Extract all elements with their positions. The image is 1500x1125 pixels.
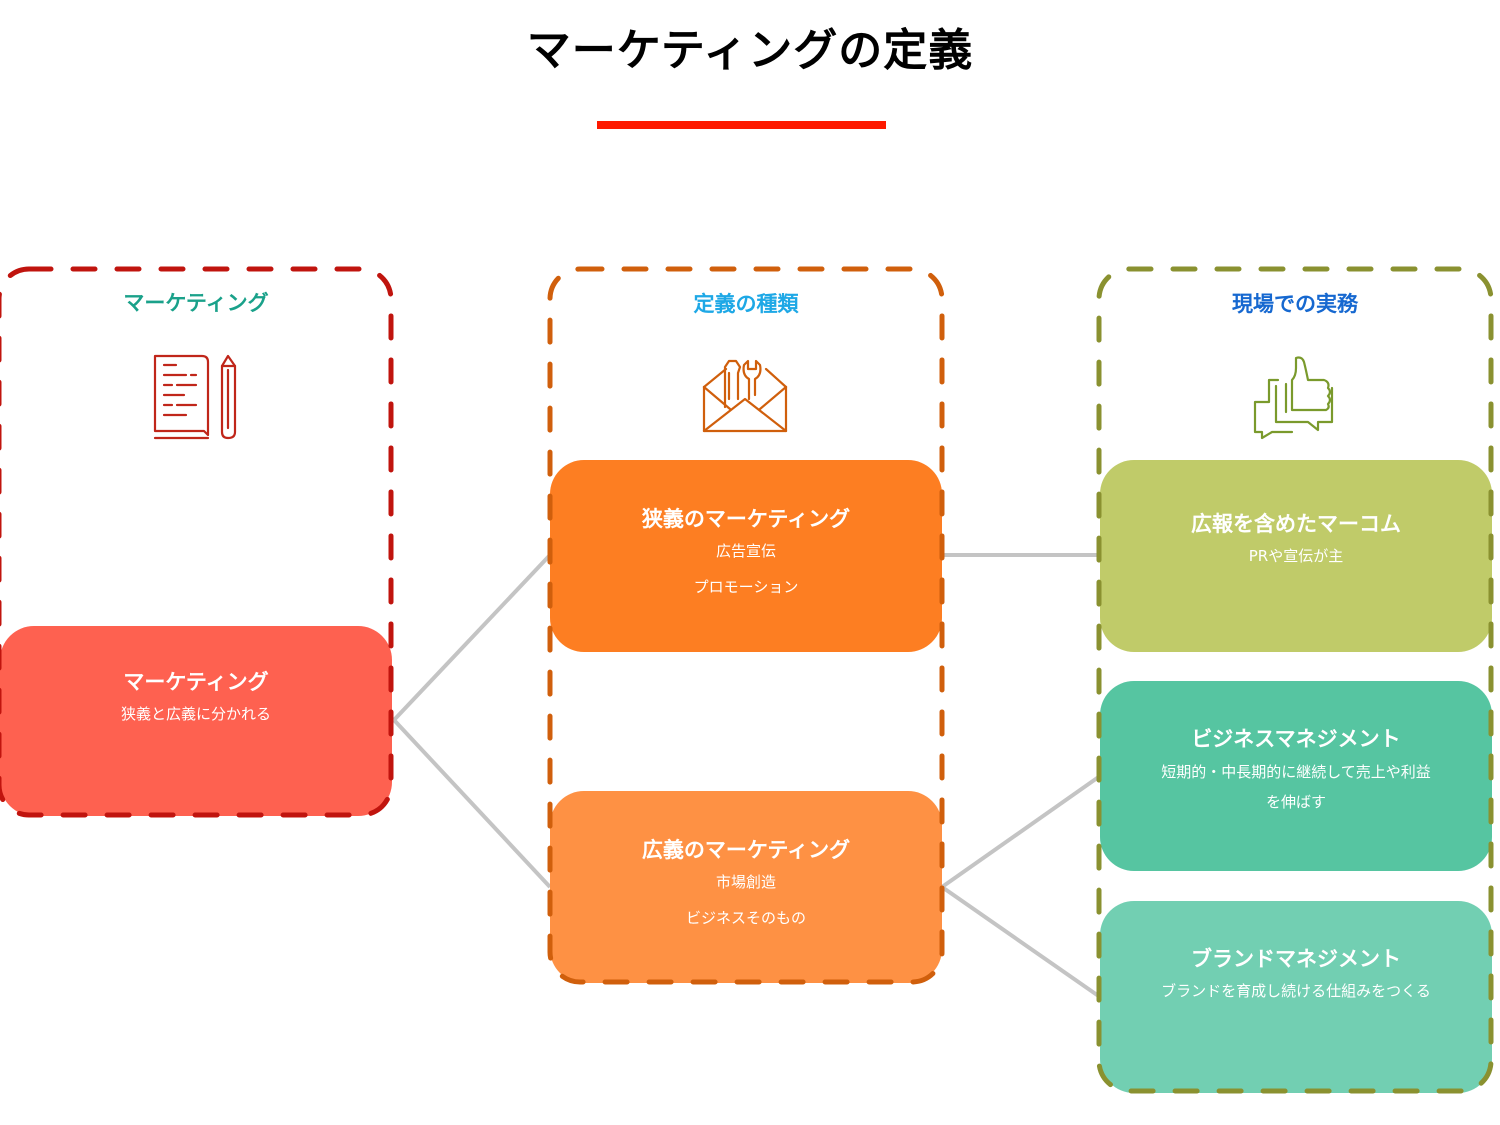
node-broad-marketing[interactable]: 広義のマーケティング 市場創造 ビジネスそのもの <box>550 791 942 983</box>
connectors <box>392 553 1102 999</box>
node-line: プロモーション <box>693 578 799 596</box>
node-title: ビジネスマネジメント <box>1191 727 1401 751</box>
node-line: 短期的・中長期的に継続して売上や利益 <box>1161 763 1431 781</box>
node-line: 市場創造 <box>715 873 776 891</box>
node-business-management[interactable]: ビジネスマネジメント 短期的・中長期的に継続して売上や利益 を伸ばす <box>1100 681 1492 871</box>
node-line: ビジネスそのもの <box>685 909 806 927</box>
node-marcom[interactable]: 広報を含めたマーコム PRや宣伝が主 <box>1100 460 1492 652</box>
column-label-types: 定義の種類 <box>693 292 799 316</box>
node-marketing[interactable]: マーケティング 狭義と広義に分かれる <box>0 626 392 816</box>
node-title: 狭義のマーケティング <box>641 507 851 531</box>
thumbs-up-chat-icon <box>1253 356 1334 440</box>
connector-marketing-broad <box>392 718 552 889</box>
node-brand-management[interactable]: ブランドマネジメント ブランドを育成し続ける仕組みをつくる <box>1100 901 1492 1093</box>
node-line: ブランドを育成し続ける仕組みをつくる <box>1161 982 1431 1000</box>
node-narrow-marketing[interactable]: 狭義のマーケティング 広告宣伝 プロモーション <box>550 460 942 652</box>
node-line: 広告宣伝 <box>715 542 776 560</box>
title-underline <box>597 121 886 129</box>
node-title: 広報を含めたマーコム <box>1191 512 1401 536</box>
document-pencil-icon <box>153 354 237 440</box>
column-label-practice: 現場での実務 <box>1232 292 1358 316</box>
node-line: PRや宣伝が主 <box>1248 547 1344 565</box>
node-title: 広義のマーケティング <box>641 838 851 862</box>
node-title: マーケティング <box>123 670 269 694</box>
column-label-marketing: マーケティング <box>123 291 269 315</box>
node-line: を伸ばす <box>1265 793 1326 811</box>
connector-marketing-narrow <box>392 553 552 722</box>
node-line: 狭義と広義に分かれる <box>120 705 271 723</box>
node-title: ブランドマネジメント <box>1191 947 1401 971</box>
page-title: マーケティングの定義 <box>526 25 974 76</box>
connector-broad-brand <box>940 885 1102 999</box>
connector-broad-business <box>940 774 1102 889</box>
envelope-tools-icon <box>702 359 788 433</box>
